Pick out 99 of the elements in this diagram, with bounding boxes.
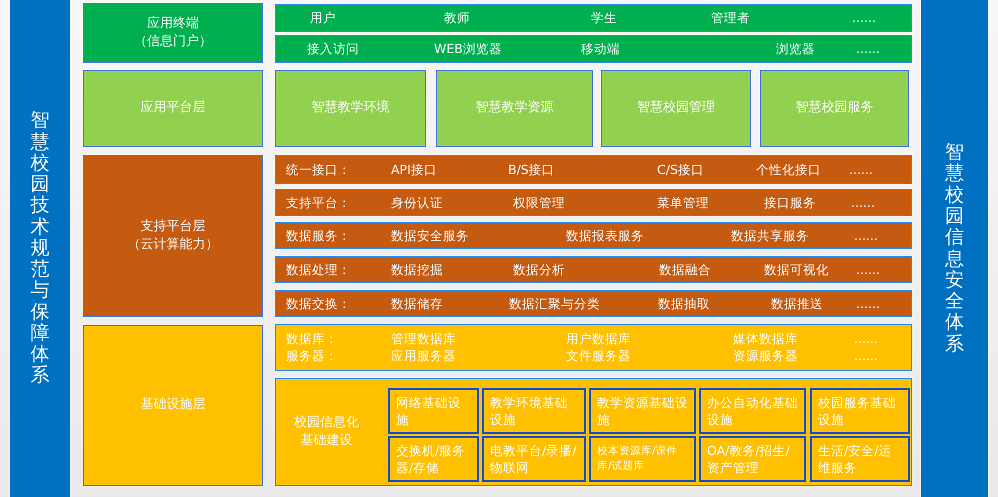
module-box [275, 70, 426, 147]
row-item-text: 媒体数据库 [733, 332, 798, 346]
row-item-text: ...... [854, 332, 878, 346]
row-item-text: 应用服务器 [391, 350, 456, 362]
infrastructure-cell [388, 388, 479, 434]
infrastructure-cell [810, 388, 910, 434]
module-box [601, 70, 751, 147]
infrastructure-cell [699, 388, 806, 434]
row-item-text: 菜单管理 [657, 196, 709, 209]
layer-row-bar [275, 35, 912, 63]
cell-text: OA/教务/招生/资产管理 [707, 442, 791, 476]
module-box [436, 70, 593, 147]
row-item-text: ...... [852, 12, 876, 24]
side-banner [10, 0, 70, 497]
row-item-text: ...... [856, 263, 880, 276]
side-banner [921, 0, 988, 497]
row-item-text: 浏览器 [776, 42, 815, 56]
row-item-text: 个性化接口 [756, 163, 821, 176]
row-item-text: 统一接口： [286, 163, 351, 176]
row-item-text: 学生 [591, 12, 617, 24]
row-item-text: 数据汇聚与分类 [509, 297, 600, 310]
cell-text: 校本资源库/课件库/试题库 [597, 444, 679, 474]
row-item-text: ...... [854, 350, 878, 362]
infrastructure-cell [589, 388, 696, 434]
infrastructure-panel [275, 378, 912, 486]
row-item-text: ...... [854, 229, 878, 242]
row-item-text: 管理者 [711, 12, 750, 24]
layer-label-box [83, 155, 263, 317]
row-item-text: 数据处理： [286, 263, 351, 276]
row-item-text: 数据服务： [286, 229, 351, 242]
row-item-text: 教师 [444, 12, 470, 24]
banner-title: 智慧校园技术规范与保障体系 [30, 110, 50, 387]
module-title: 智慧校园服务 [794, 99, 874, 118]
layer-label-box [83, 3, 263, 63]
cell-text: 交换机/服务器/存储 [396, 442, 466, 476]
row-item-text: 数据共享服务 [731, 229, 809, 242]
layer-row-bar [275, 155, 912, 184]
infrastructure-cell [482, 436, 586, 482]
row-item-text: 数据挖掘 [391, 263, 443, 276]
row-item-text: 数据库： [286, 332, 338, 346]
cell-text: 校园服务基础设施 [818, 394, 897, 428]
infrastructure-cell [388, 436, 479, 482]
row-item-text: 数据融合 [659, 263, 711, 276]
layer-row-bar [275, 189, 912, 216]
row-item-text: 权限管理 [513, 196, 565, 209]
layer-title: 应用终端（信息门户） [133, 14, 213, 51]
row-item-text: ...... [856, 42, 880, 56]
row-item-text: API接口 [391, 163, 437, 176]
row-item-text: B/S接口 [508, 163, 555, 176]
banner-title: 智慧校园信息安全体系 [945, 142, 964, 355]
row-item-text: 文件服务器 [566, 350, 631, 362]
row-item-text: 用户 [310, 12, 336, 24]
cell-text: 教学环境基础设施 [490, 394, 569, 428]
module-title: 智慧教学资源 [474, 99, 554, 118]
row-item-text: 身份认证 [391, 196, 443, 209]
infrastructure-cell [810, 436, 910, 482]
row-item-text: 数据分析 [513, 263, 565, 276]
row-item-text: 数据安全服务 [391, 229, 469, 242]
row-item-text: 用户数据库 [566, 332, 631, 346]
row-item-text: 数据报表服务 [566, 229, 644, 242]
row-item-text: 数据抽取 [658, 297, 710, 310]
row-item-text: ...... [849, 163, 873, 176]
row-item-text: 支持平台： [286, 196, 351, 209]
row-item-text: 移动端 [581, 42, 620, 56]
layer-row-bar [275, 222, 912, 249]
cell-text: 电教平台/录播/物联网 [490, 442, 578, 476]
row-item-text: 接入访问 [307, 42, 359, 56]
layer-title: 支持平台层（云计算能力） [126, 218, 220, 254]
layer-row-bar [275, 290, 912, 317]
layer-row-bar [275, 324, 912, 371]
cell-text: 办公自动化基础设施 [707, 394, 798, 428]
row-item-text: 数据可视化 [764, 263, 829, 276]
row-item-text: C/S接口 [657, 163, 704, 176]
layer-title: 基础设施层 [140, 396, 206, 414]
row-item-text: WEB浏览器 [434, 42, 502, 56]
infrastructure-cell [699, 436, 806, 482]
row-item-text: ...... [851, 196, 875, 209]
layer-title: 应用平台层 [140, 99, 206, 118]
layer-label-box [83, 325, 263, 486]
cell-text: 生活/安全/运维服务 [818, 442, 892, 476]
panel-title: 校园信息化基础建设 [294, 414, 359, 450]
cell-text: 教学资源基础设施 [597, 394, 688, 428]
infrastructure-cell [589, 436, 696, 482]
layer-row-bar [275, 4, 912, 32]
module-title: 智慧教学环境 [310, 99, 390, 118]
row-item-text: 接口服务 [764, 196, 816, 209]
cell-text: 网络基础设施 [396, 394, 462, 428]
row-item-text: 数据储存 [391, 297, 443, 310]
row-item-text: 数据推送 [771, 297, 823, 310]
layer-label-box [83, 70, 263, 147]
module-box [760, 70, 909, 147]
layer-row-bar [275, 256, 912, 283]
row-item-text: 数据交换： [286, 297, 351, 310]
infrastructure-cell [482, 388, 586, 434]
module-title: 智慧校园管理 [636, 99, 716, 118]
row-item-text: 服务器： [286, 350, 338, 362]
row-item-text: ...... [856, 297, 880, 310]
row-item-text: 管理数据库 [391, 332, 456, 346]
row-item-text: 资源服务器 [733, 350, 798, 362]
